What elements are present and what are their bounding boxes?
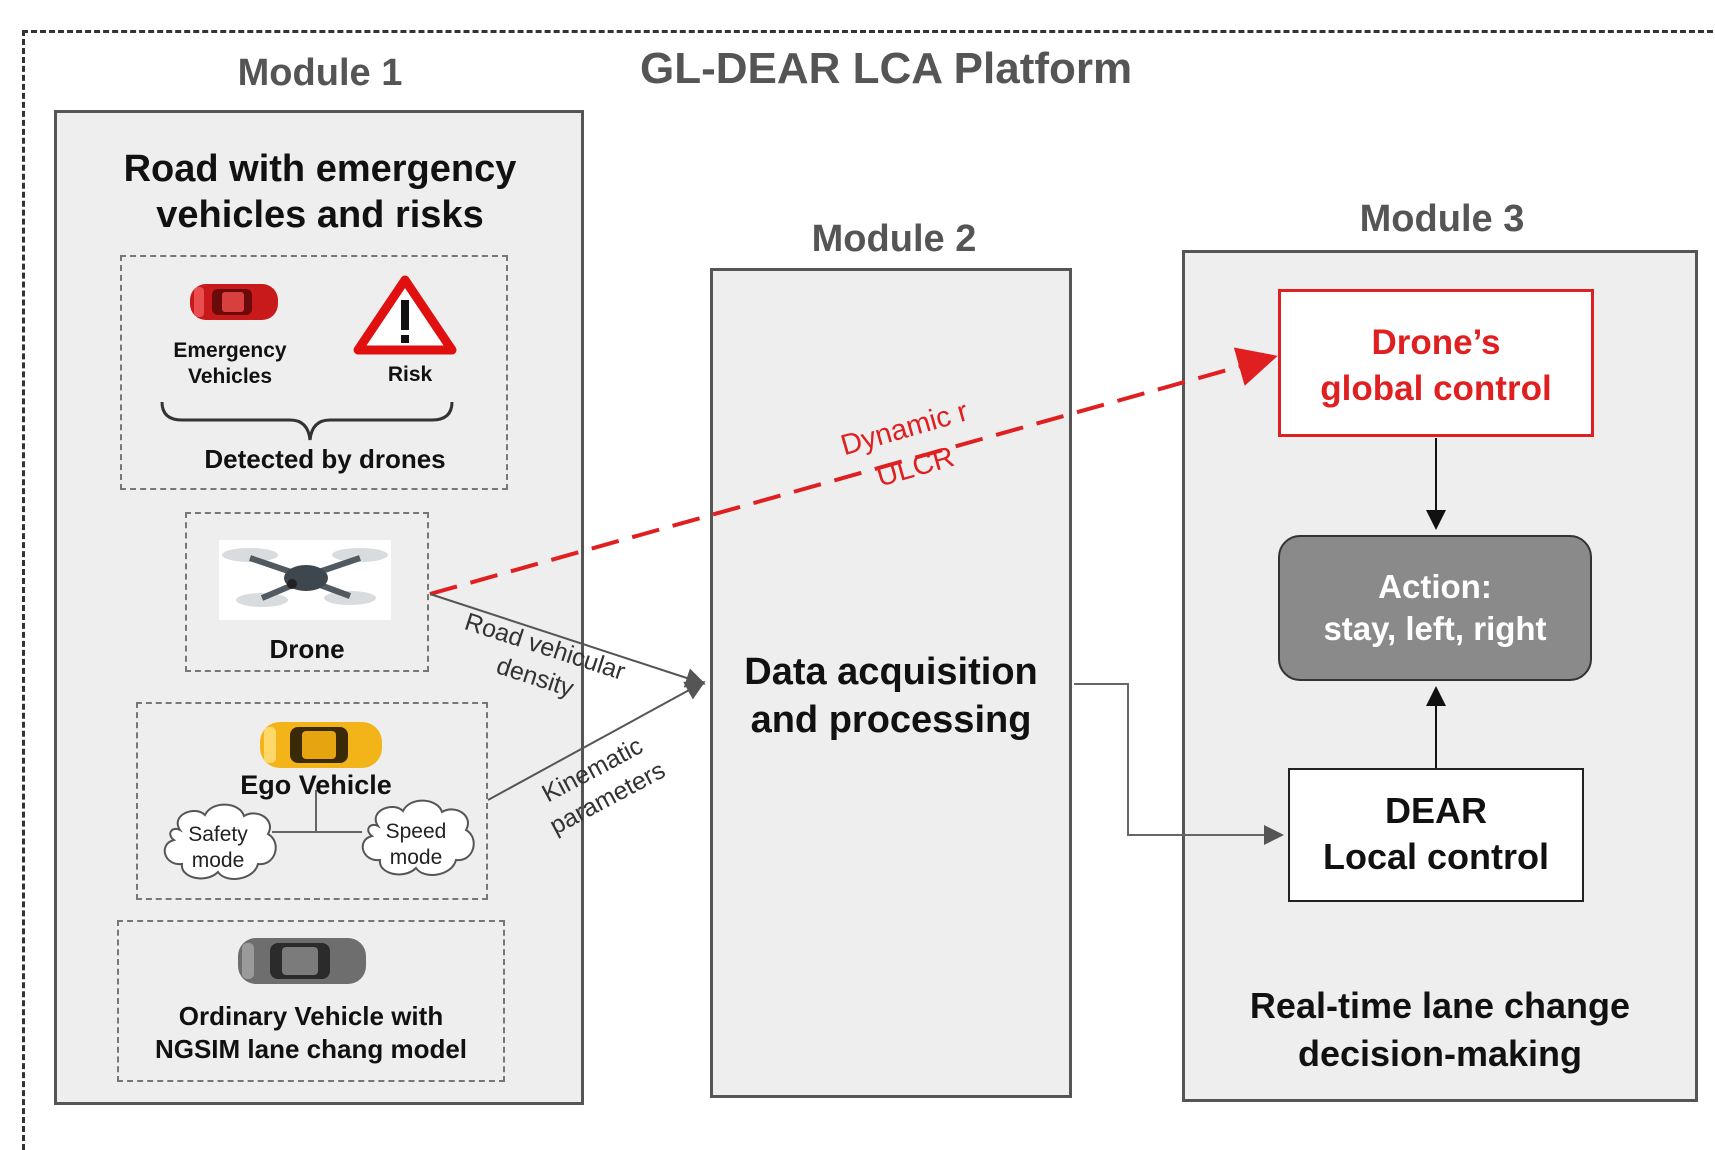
module2-content-line2: and processing — [750, 699, 1032, 741]
risk-label: Risk — [387, 363, 433, 386]
module1-heading-line2: vehicles and risks — [156, 194, 484, 236]
module2-content: Data acquisition and processing — [712, 648, 1070, 744]
safety-mode-line1: Safety — [188, 823, 248, 846]
platform-title: GL-DEAR LCA Platform — [640, 44, 1133, 93]
ordinary-label-line2: NGSIM lane chang model — [154, 1034, 468, 1064]
global-control-line1: Drone’s — [1371, 323, 1501, 362]
action-label: Action: stay, left, right — [1280, 566, 1590, 650]
global-control-line2: global control — [1320, 369, 1552, 408]
module3-footer: Real-time lane change decision-making — [1184, 982, 1696, 1078]
speed-mode-line1: Speed — [385, 820, 447, 843]
ordinary-vehicle-group — [117, 920, 505, 1082]
safety-mode-label: Safety mode — [172, 822, 264, 874]
module3-footer-line2: decision-making — [1297, 1033, 1583, 1074]
action-line2: stay, left, right — [1323, 610, 1547, 647]
module2-title: Module 2 — [811, 218, 977, 260]
dear-line1: DEAR — [1384, 790, 1487, 831]
speed-mode-label: Speed mode — [370, 819, 462, 871]
module1-title: Module 1 — [237, 52, 403, 94]
module2-content-line1: Data acquisition — [744, 651, 1038, 693]
dear-local-control-box — [1288, 768, 1584, 902]
drone-group — [185, 512, 429, 672]
emergency-vehicles-label: Emergency Vehicles — [160, 338, 300, 390]
safety-mode-line2: mode — [191, 849, 245, 872]
drone-global-control-box — [1278, 289, 1594, 437]
module3-footer-line1: Real-time lane change — [1249, 985, 1631, 1026]
emergency-label-line2: Vehicles — [187, 365, 273, 388]
emergency-label-line1: Emergency — [173, 339, 287, 362]
module1-heading: Road with emergency vehicles and risks — [60, 146, 580, 238]
platform-frame — [22, 30, 1715, 1150]
ego-vehicle-group — [136, 702, 488, 900]
drone-label: Drone — [269, 634, 345, 664]
module3-title: Module 3 — [1359, 198, 1525, 240]
detected-label: Detected by drones — [204, 444, 446, 474]
speed-mode-line2: mode — [389, 846, 443, 869]
ordinary-label-line1: Ordinary Vehicle with — [178, 1001, 444, 1031]
action-line1: Action: — [1378, 568, 1492, 605]
ordinary-vehicle-label: Ordinary Vehicle with NGSIM lane chang m… — [120, 1000, 502, 1066]
dear-line2: Local control — [1322, 836, 1550, 877]
drone-image-frame — [219, 540, 391, 620]
drone-global-control-label: Drone’s global control — [1280, 320, 1592, 412]
module1-heading-line1: Road with emergency — [123, 148, 517, 190]
action-box — [1278, 535, 1592, 681]
ego-vehicle-label: Ego Vehicle — [240, 770, 392, 800]
dear-local-control-label: DEAR Local control — [1290, 788, 1582, 880]
